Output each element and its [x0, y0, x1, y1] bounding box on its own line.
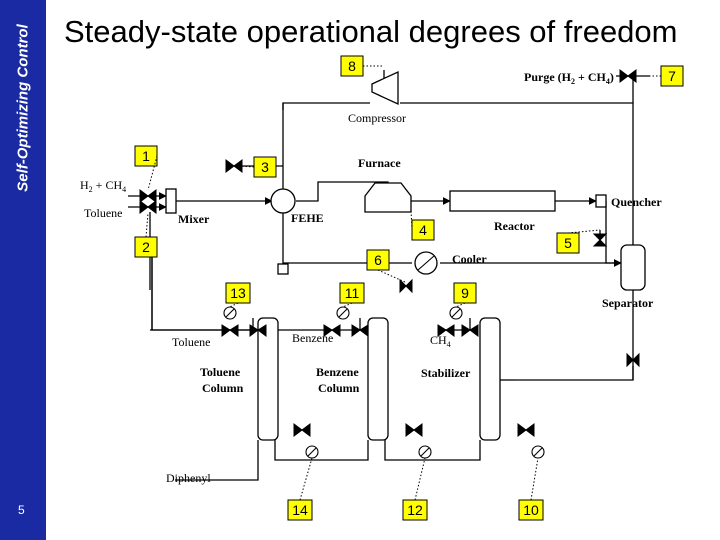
quencher-unit: [595, 194, 607, 208]
dof-badge-9: 9: [453, 282, 477, 304]
mixer-label: Mixer: [178, 212, 210, 226]
separator-label: Separator: [602, 296, 654, 310]
valve-icon: [225, 159, 243, 173]
valve-icon: [293, 423, 311, 437]
svg-text:12: 12: [407, 502, 423, 518]
dof-badge-10: 10: [518, 499, 544, 521]
page-number: 5: [18, 503, 25, 517]
compressor-unit: [371, 70, 399, 106]
valve-icon: [399, 278, 413, 294]
diphenyl-label: Diphenyl: [166, 471, 211, 485]
dof-badge-6: 6: [366, 249, 390, 271]
feed-toluene-label: Toluene: [84, 206, 122, 220]
valve-icon: [139, 200, 157, 214]
valve-icon: [592, 233, 608, 247]
benzene-column-unit: [367, 317, 389, 441]
slide-title: Steady-state operational degrees of free…: [64, 14, 678, 49]
dof-badge-8: 8: [340, 55, 364, 77]
valve-icon: [405, 423, 423, 437]
exchanger-icons: [223, 255, 545, 459]
toluene-product-label: Toluene: [172, 335, 210, 349]
dof-badge-14: 14: [287, 499, 313, 521]
svg-text:7: 7: [668, 68, 676, 84]
svg-text:4: 4: [419, 222, 427, 238]
valve-icon: [461, 324, 479, 337]
separator-unit: [620, 244, 646, 291]
dof-badge-2: 2: [134, 236, 158, 258]
stabilizer-column-unit: [479, 317, 501, 441]
dof-badge-1: 1: [134, 145, 158, 167]
svg-text:9: 9: [461, 285, 469, 301]
svg-text:5: 5: [564, 235, 572, 251]
dof-badge-7: 7: [660, 65, 684, 87]
stabilizer-label: Stabilizer: [421, 366, 471, 380]
valve-icon: [626, 352, 640, 368]
dof-badge-5: 5: [556, 232, 580, 254]
svg-text:8: 8: [348, 58, 356, 74]
toluene-column-label-2: Column: [202, 381, 244, 395]
fehe-label: FEHE: [291, 211, 324, 225]
furnace-unit: [364, 182, 412, 213]
valve-icon: [139, 189, 157, 203]
benzene-product-label: Benzene: [292, 331, 333, 345]
reactor-unit: [449, 190, 556, 212]
svg-text:1: 1: [142, 148, 150, 164]
valve-icon: [619, 69, 637, 83]
ch4-product-label: CH4: [430, 333, 451, 349]
toluene-column-label: Toluene: [200, 365, 241, 379]
svg-text:3: 3: [261, 159, 269, 175]
dof-badge-4: 4: [411, 219, 435, 241]
dof-badge-13: 13: [225, 282, 251, 304]
svg-text:6: 6: [374, 252, 382, 268]
valve-icon: [249, 324, 267, 337]
svg-text:13: 13: [230, 285, 246, 301]
dof-badge-12: 12: [402, 499, 428, 521]
cooler-label: Cooler: [452, 252, 487, 266]
purge-label: Purge (H2 + CH4): [524, 70, 614, 86]
quencher-label: Quencher: [611, 195, 662, 209]
control-signal-lines: [145, 65, 661, 501]
sidebar: Self-Optimizing Control 5: [0, 0, 46, 540]
reactor-label: Reactor: [494, 219, 535, 233]
valve-icon: [351, 324, 369, 337]
valves: [139, 69, 640, 437]
svg-text:10: 10: [523, 502, 539, 518]
process-lines: [128, 70, 650, 481]
valve-icon: [221, 324, 239, 337]
svg-text:11: 11: [345, 285, 360, 301]
mixer-unit: [165, 188, 177, 214]
benzene-column-label: Benzene: [316, 365, 359, 379]
dof-badge-11: 11: [339, 282, 365, 304]
benzene-column-label-2: Column: [318, 381, 360, 395]
svg-text:14: 14: [292, 502, 308, 518]
valve-icon: [323, 324, 341, 337]
feed-h2-ch4-label: H2 + CH4: [80, 178, 126, 194]
svg-text:2: 2: [142, 239, 150, 255]
valve-icon: [517, 423, 535, 437]
furnace-label: Furnace: [358, 156, 401, 170]
equipment: [165, 70, 646, 441]
toluene-column-unit: [257, 317, 279, 441]
dof-badge-3: 3: [253, 156, 277, 178]
valve-icon: [437, 324, 455, 337]
fehe-unit: [270, 188, 296, 214]
compressor-label: Compressor: [348, 111, 406, 125]
